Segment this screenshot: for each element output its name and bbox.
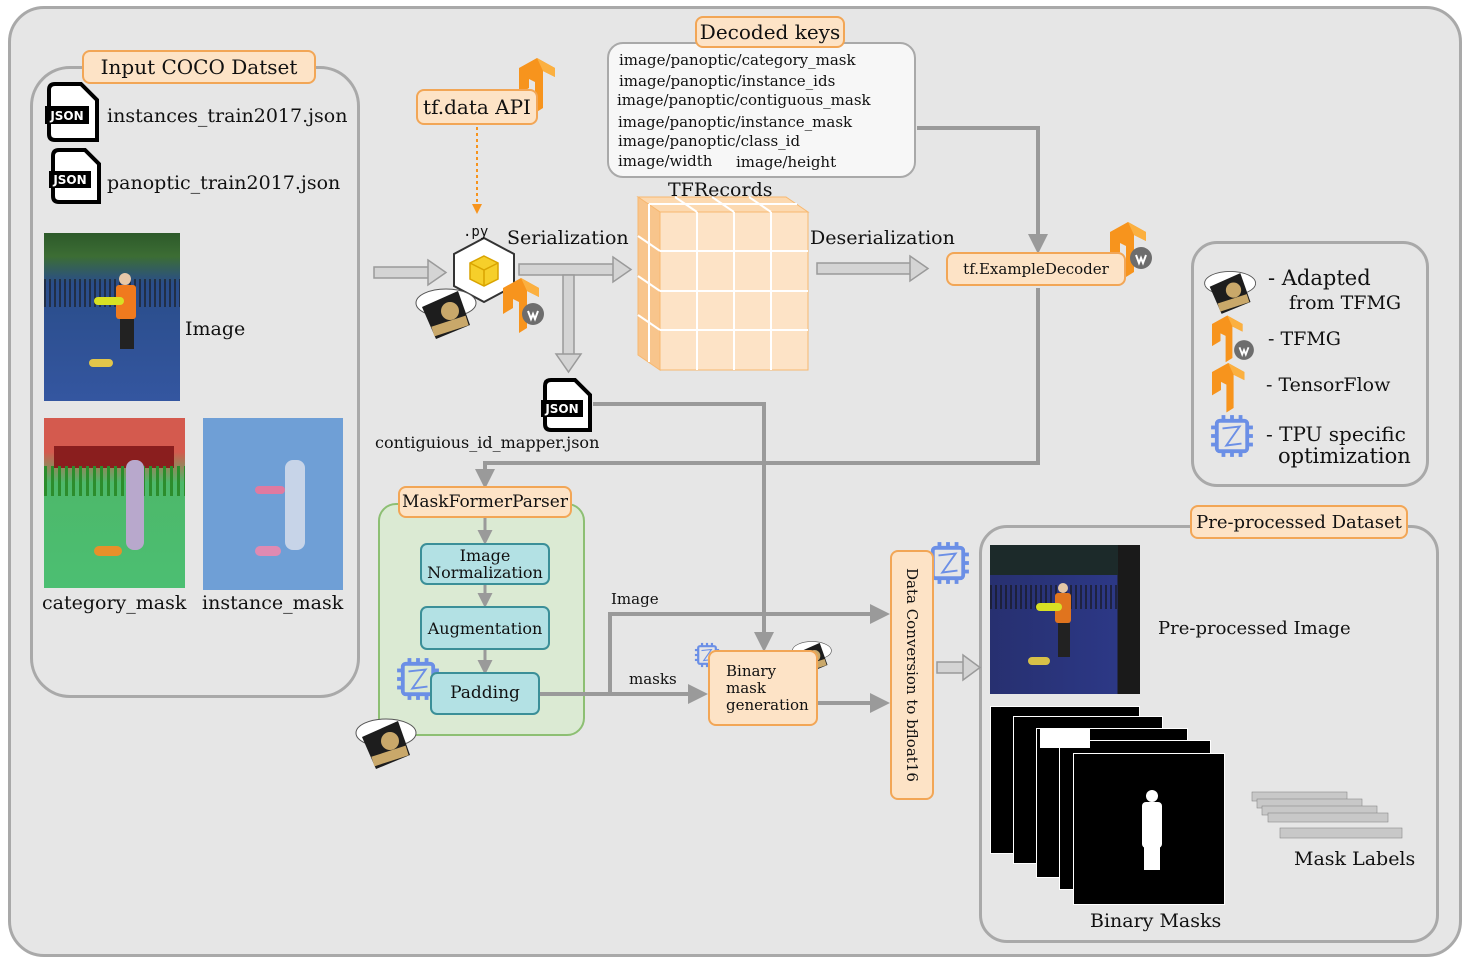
legend-tensorflow: - TensorFlow: [1266, 374, 1391, 396]
instance-mask-label: instance_mask: [202, 592, 344, 614]
keys-to-decoder-line: [917, 126, 1048, 254]
decoded-keys-title: Decoded keys: [695, 16, 845, 48]
legend-purdue-icon: [1204, 270, 1257, 315]
padding-box: Padding: [430, 672, 540, 715]
image-label: Image: [185, 318, 246, 340]
deserialization-arrow: [816, 254, 930, 283]
legend-adapted-2: from TFMG: [1289, 292, 1402, 314]
python-script-icon: [453, 236, 515, 304]
json-file-icon-2: JSON: [49, 148, 101, 204]
legend-tensorflow-icon: [1212, 363, 1245, 413]
conversion-to-output-arrow: [936, 653, 982, 682]
decoded-key-1: image/panoptic/instance_ids: [619, 72, 836, 90]
svg-text:JSON: JSON: [52, 173, 86, 187]
json-file-icon-1: JSON: [45, 82, 99, 142]
mask-labels-graphic: [1251, 791, 1403, 839]
preprocessed-image-label: Pre-processed Image: [1158, 618, 1351, 639]
image-normalization-box: Image Normalization: [420, 543, 550, 585]
decoded-key-height: image/height: [736, 153, 837, 171]
input-image-photo: [44, 233, 180, 401]
mapper-to-binary-line: [593, 402, 774, 652]
tfrecords-grid: [636, 196, 810, 371]
parser-title: MaskFormerParser: [398, 486, 572, 518]
legend-tfmg-badge: [1233, 339, 1255, 361]
serialization-label: Serialization: [507, 227, 629, 249]
svg-text:JSON: JSON: [49, 109, 83, 123]
svg-text:JSON: JSON: [544, 402, 578, 416]
augmentation-box: Augmentation: [420, 606, 550, 650]
decoder-to-parser-line: [475, 288, 1040, 489]
instance-mask-photo: [203, 418, 343, 590]
legend-tpu-2: optimization: [1278, 444, 1411, 468]
binary-mask-generation-box: Binary mask generation: [708, 650, 818, 726]
data-conversion-box: Data Conversion to bfloat16: [890, 550, 934, 800]
panoptic-json-label: panoptic_train2017.json: [107, 172, 341, 194]
serialization-arrow: [518, 255, 633, 284]
input-to-script-arrow: [373, 258, 448, 287]
input-dataset-title: Input COCO Datset: [82, 50, 316, 84]
tfrecords-label: TFRecords: [668, 179, 773, 201]
output-dataset-title: Pre-processed Dataset: [1190, 505, 1408, 539]
image-edge-line: [540, 604, 890, 696]
script-extension-label: .py: [463, 224, 489, 240]
tfdata-api-label: tf.data API: [416, 89, 538, 125]
decoded-key-2: image/panoptic/contiguous_mask: [617, 91, 871, 109]
decoded-key-0: image/panoptic/category_mask: [619, 51, 856, 69]
tfmg-badge-script: [521, 302, 545, 326]
masks-edge-label: masks: [629, 670, 677, 688]
legend-tpu-icon: [1209, 413, 1255, 459]
preprocessed-image-photo: [990, 545, 1140, 694]
decoded-key-4: image/panoptic/class_id: [618, 132, 801, 150]
binary-mask-white-patch: [1040, 728, 1090, 748]
category-mask-photo: [44, 418, 185, 588]
deserialization-label: Deserialization: [810, 227, 955, 249]
purdue-icon-parser: [355, 718, 417, 770]
tfmg-badge-decoder: [1129, 246, 1153, 270]
decoded-key-3: image/panoptic/instance_mask: [618, 113, 853, 131]
legend-adapted: - Adapted: [1268, 266, 1371, 290]
mapper-json-label: contiguious_id_mapper.json: [375, 433, 600, 452]
image-edge-label: Image: [611, 590, 659, 608]
decoded-key-width: image/width: [618, 152, 713, 170]
instances-json-label: instances_train2017.json: [107, 105, 348, 127]
decoder-label: tf.ExampleDecoder: [946, 252, 1126, 286]
legend-tfmg: - TFMG: [1268, 328, 1341, 350]
data-conversion-label: Data Conversion to bfloat16: [903, 568, 921, 782]
legend-tpu: - TPU specific: [1266, 422, 1406, 446]
purdue-icon-script: [415, 288, 477, 340]
category-mask-label: category_mask: [42, 592, 187, 614]
script-to-mapper-arrow: [554, 274, 583, 374]
mask-labels-label: Mask Labels: [1294, 848, 1416, 870]
binary-mask-card-5: [1073, 753, 1225, 905]
json-file-icon-mapper: JSON: [541, 378, 592, 432]
binary-masks-label: Binary Masks: [1090, 910, 1222, 932]
